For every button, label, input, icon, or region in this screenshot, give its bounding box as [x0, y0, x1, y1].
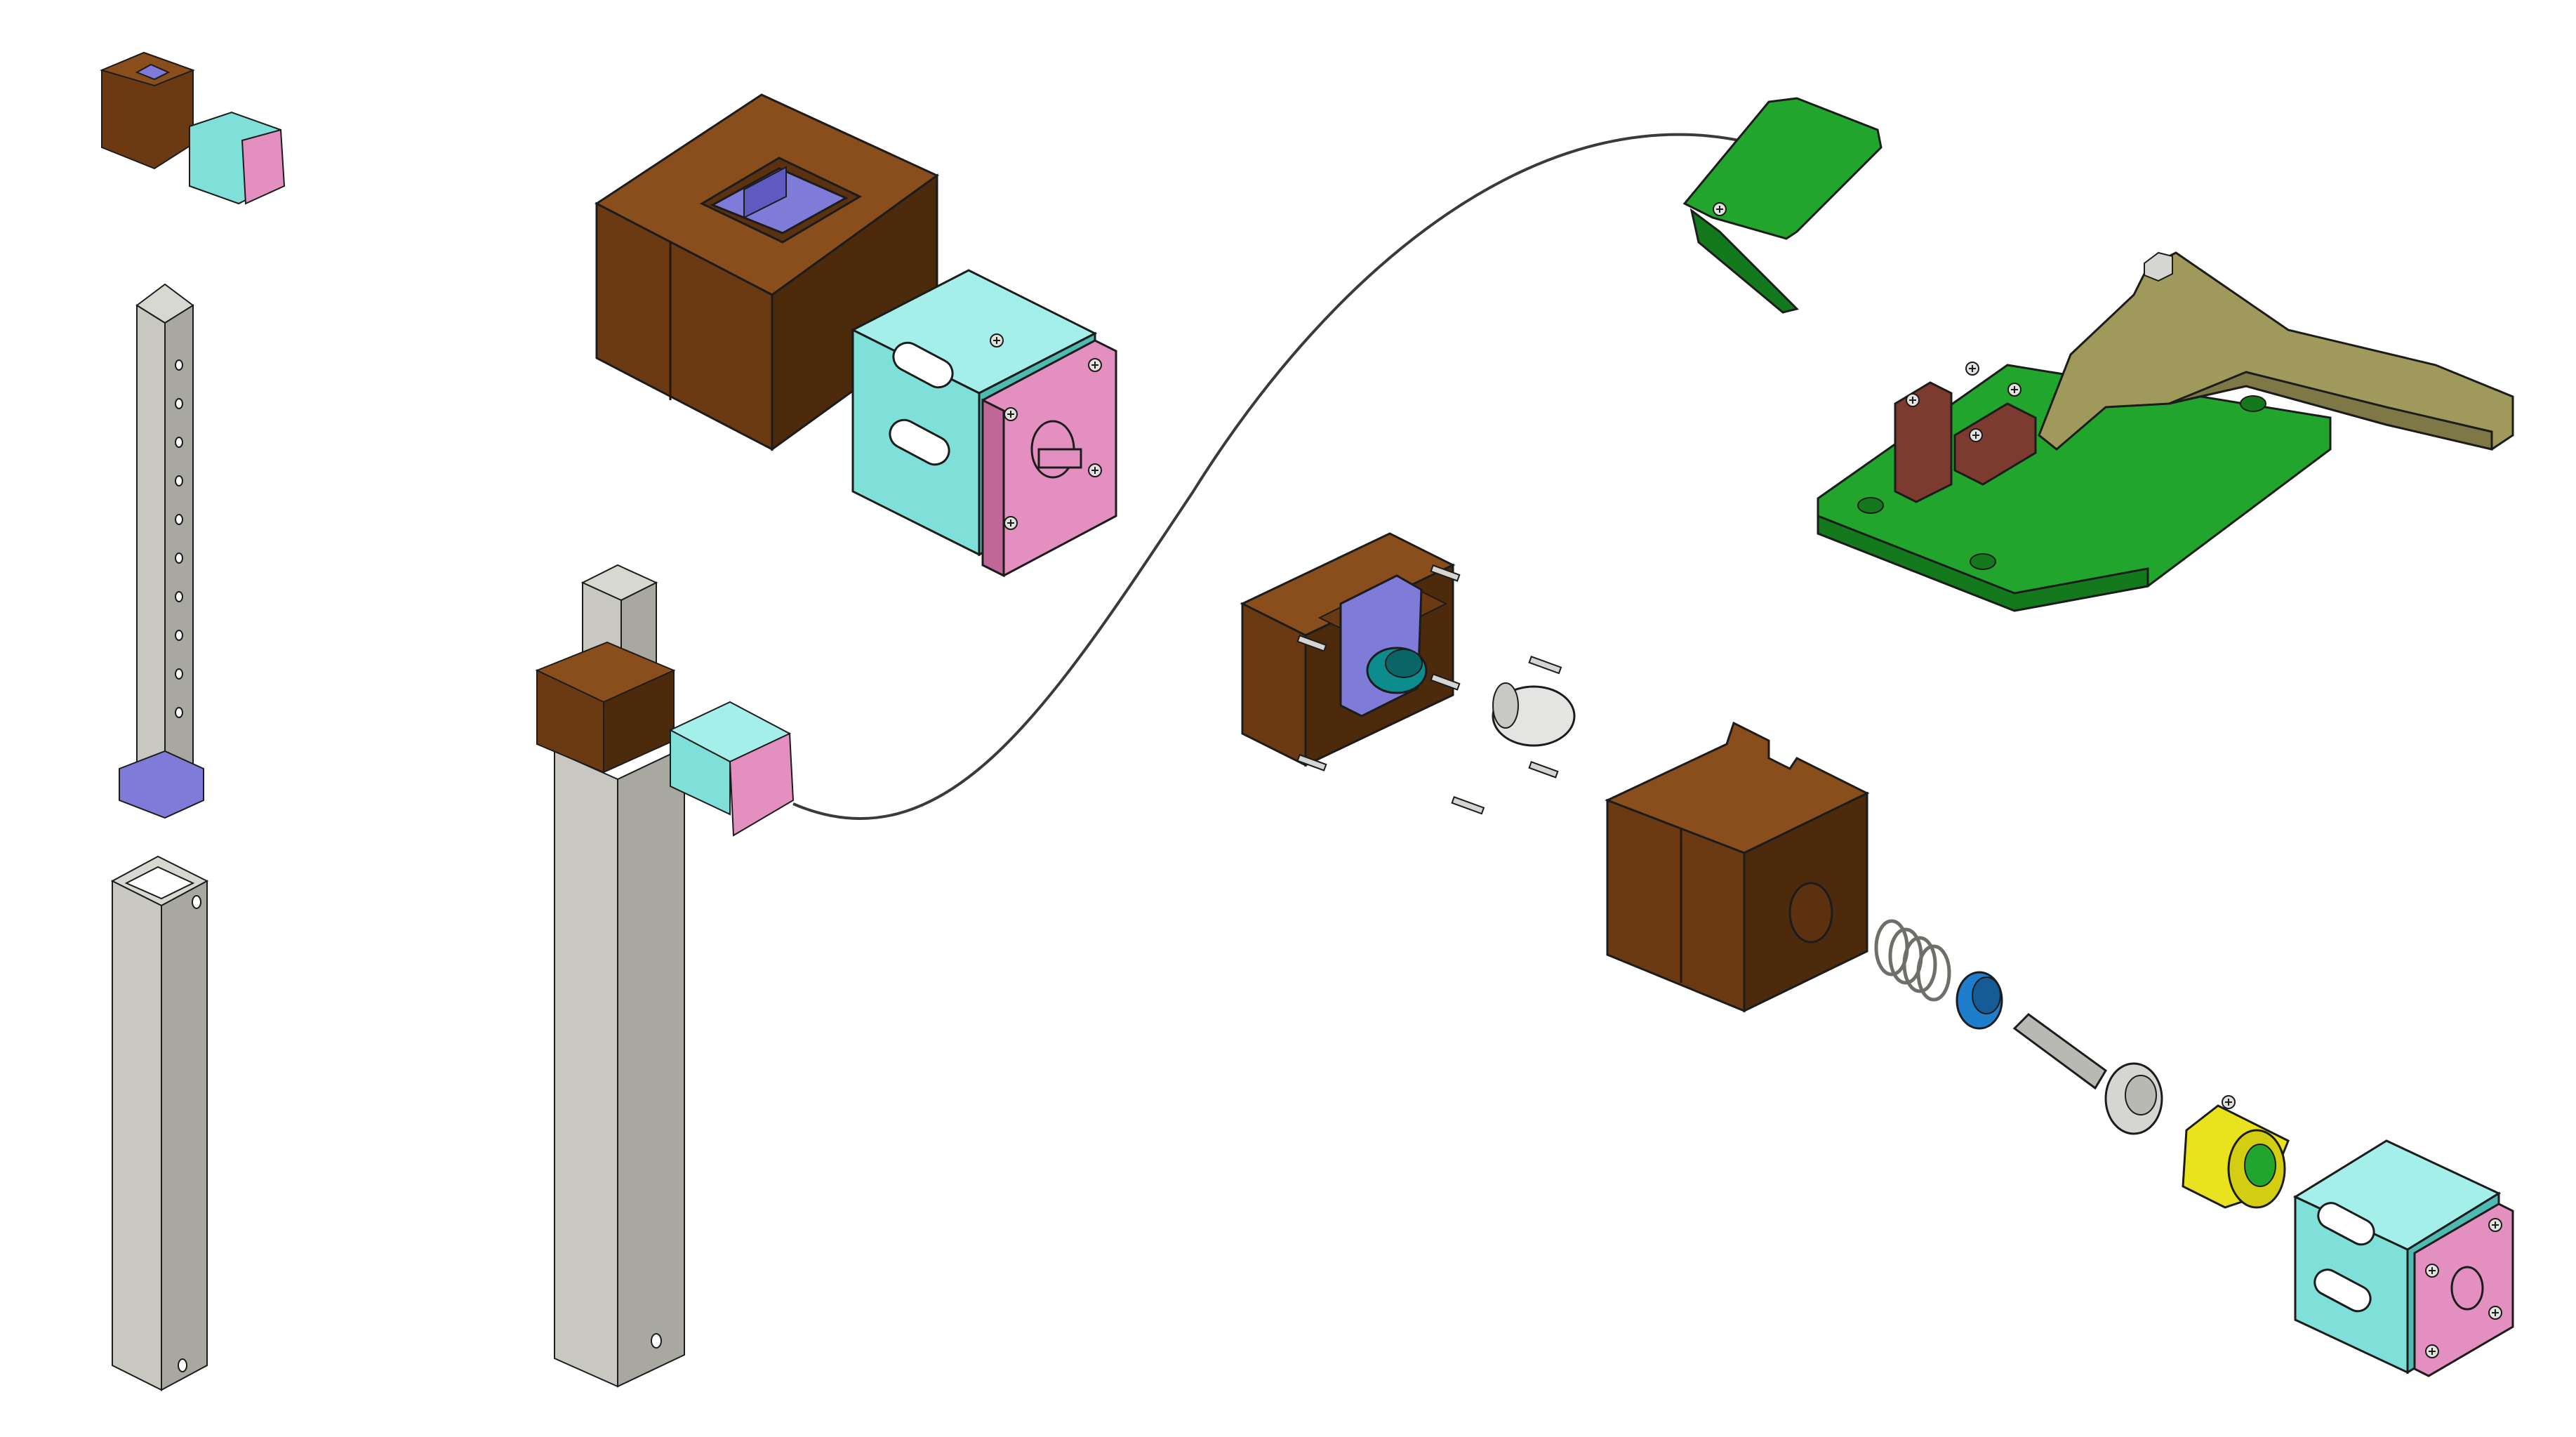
end-frame	[2292, 1139, 2514, 1377]
outer-tube	[110, 855, 209, 1391]
housing-section	[1240, 532, 1576, 815]
overview-assembly	[100, 51, 286, 205]
perforated-tube	[119, 283, 204, 819]
yellow-knob	[2182, 1095, 2290, 1209]
spring	[1874, 919, 1951, 1002]
mounted-assembly	[535, 564, 795, 1388]
lower-housing	[1605, 721, 1870, 1013]
trigger-lever	[1682, 97, 1883, 314]
housing-detail-assembly	[595, 93, 1117, 578]
lever-base-assembly	[1817, 251, 2514, 612]
blue-bushing	[1956, 971, 2003, 1030]
cable	[792, 133, 1755, 820]
threaded-bolt	[2012, 1013, 2163, 1135]
